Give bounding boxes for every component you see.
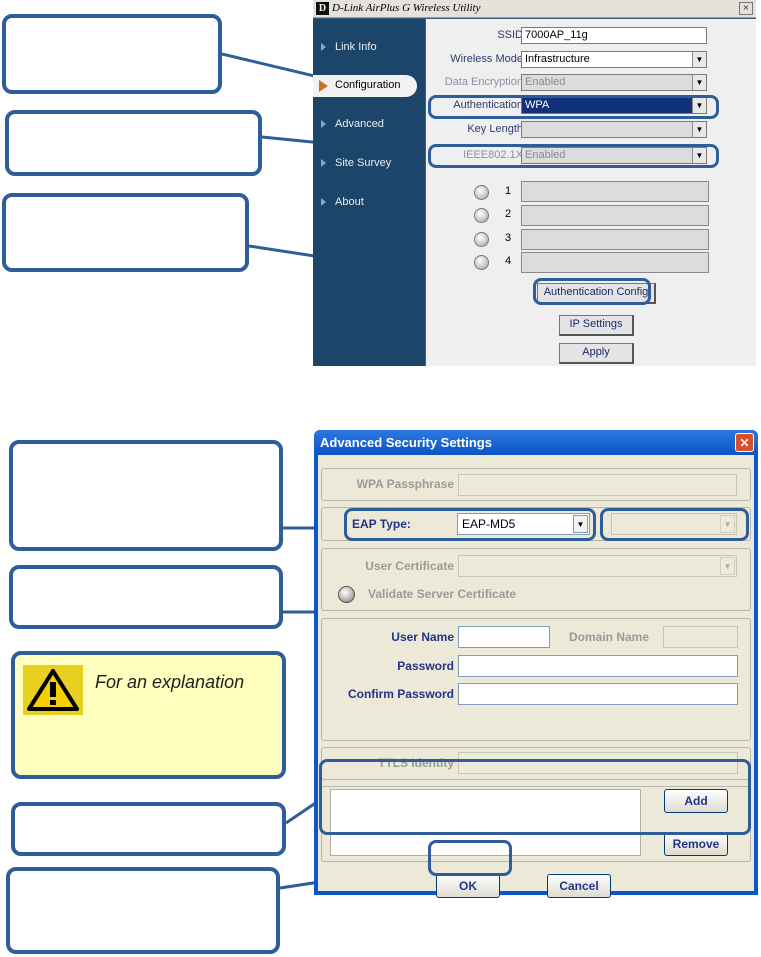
chevron-down-icon: ▼ (720, 557, 735, 575)
key-4-radio[interactable] (474, 255, 489, 270)
server-list[interactable] (330, 789, 641, 856)
warning-callout: For an explanation (11, 651, 286, 779)
ok-button[interactable]: OK (436, 874, 500, 898)
chevron-down-icon: ▼ (692, 75, 706, 90)
ssid-input[interactable]: 7000AP_11g (521, 27, 707, 44)
callout-box-7 (6, 867, 280, 954)
sidebar-item-link-info[interactable]: Link Info (313, 37, 425, 59)
domain-name-input (663, 626, 738, 648)
callout-box-4 (9, 440, 283, 551)
validate-server-certificate-label: Validate Server Certificate (368, 587, 517, 601)
highlight-eap-type (344, 508, 596, 541)
arrow-icon (319, 80, 328, 92)
highlight-ok-button (428, 840, 512, 876)
highlight-ieee8021x (428, 144, 719, 168)
key-length-label: Key Length (467, 123, 523, 135)
data-encryption-select: Enabled ▼ (521, 74, 707, 91)
key-3-radio[interactable] (474, 232, 489, 247)
ssid-label: SSID (497, 29, 523, 41)
key-3-input[interactable] (521, 229, 709, 250)
close-icon[interactable]: ✕ (735, 433, 754, 452)
highlight-eap-secondary (600, 508, 749, 541)
dlink-logo-icon: D (316, 2, 329, 15)
apply-button[interactable]: Apply (559, 343, 634, 364)
ttls-identity-input (458, 752, 738, 774)
domain-name-label: Domain Name (569, 630, 650, 644)
user-name-input[interactable] (458, 626, 550, 648)
arrow-icon (321, 159, 326, 167)
key-1-input[interactable] (521, 181, 709, 202)
dialog-title: Advanced Security Settings (320, 435, 492, 450)
callout-box-6 (11, 802, 286, 856)
sidebar-item-advanced[interactable]: Advanced (313, 114, 425, 136)
key-2-input[interactable] (521, 205, 709, 226)
password-label: Password (397, 659, 454, 673)
close-icon[interactable]: × (739, 2, 753, 15)
key-2-label: 2 (505, 208, 512, 220)
window-title-bar: D D-Link AirPlus G Wireless Utility × (313, 0, 756, 18)
window-title: D-Link AirPlus G Wireless Utility (332, 2, 481, 14)
cancel-button[interactable]: Cancel (547, 874, 611, 898)
highlight-authentication (428, 95, 719, 119)
validate-server-certificate-radio[interactable] (338, 586, 355, 603)
chevron-down-icon: ▼ (692, 122, 706, 137)
confirm-password-label: Confirm Password (347, 687, 454, 701)
user-certificate-label: User Certificate (365, 559, 454, 573)
ieee8021x-select: Enabled ▼ (521, 147, 707, 164)
dialog-body: WPA Passphrase EAP Type: EAP-MD5 ▼ ▼ Use… (318, 455, 754, 898)
wpa-passphrase-group (321, 468, 751, 501)
key-1-radio[interactable] (474, 185, 489, 200)
user-name-label: User Name (391, 630, 454, 644)
key-length-select: ▼ (521, 121, 707, 138)
credentials-group (321, 618, 751, 741)
eap-type-label: EAP Type: (352, 517, 411, 531)
sidebar-item-configuration[interactable]: Configuration (313, 75, 417, 97)
password-input[interactable] (458, 655, 738, 677)
highlight-server-list (319, 759, 751, 835)
arrow-icon (321, 43, 326, 51)
eap-type-select[interactable]: EAP-MD5 ▼ (457, 513, 590, 535)
chevron-down-icon: ▼ (692, 148, 706, 163)
wpa-passphrase-label: WPA Passphrase (356, 477, 454, 491)
dialog-title-bar: Advanced Security Settings ✕ (314, 430, 758, 455)
data-encryption-label: Data Encryption (444, 76, 523, 88)
authentication-label: Authentication (453, 99, 523, 111)
chevron-down-icon: ▼ (692, 52, 706, 67)
eap-secondary-select: ▼ (611, 513, 737, 535)
callout-box-2 (5, 110, 262, 176)
sidebar-item-about[interactable]: About (313, 192, 425, 214)
arrow-icon (321, 120, 326, 128)
key-2-radio[interactable] (474, 208, 489, 223)
configuration-panel: SSID 7000AP_11g Wireless Mode Infrastruc… (426, 19, 756, 366)
user-certificate-select: ▼ (458, 555, 737, 577)
key-4-label: 4 (505, 255, 512, 267)
key-4-input[interactable] (521, 252, 709, 273)
ieee8021x-label: IEEE802.1X (463, 149, 523, 161)
callout-box-1 (2, 14, 222, 94)
wireless-mode-label: Wireless Mode (450, 53, 523, 65)
wpa-passphrase-input (458, 474, 737, 496)
certificate-group (321, 548, 751, 611)
sidebar: Link Info Configuration Advanced Site Su… (313, 19, 425, 366)
advanced-security-settings-dialog: Advanced Security Settings ✕ WPA Passphr… (314, 430, 758, 898)
chevron-down-icon: ▼ (692, 98, 706, 113)
callout-box-5 (9, 565, 283, 629)
confirm-password-input[interactable] (458, 683, 738, 705)
wireless-utility-window: D D-Link AirPlus G Wireless Utility × Li… (313, 0, 756, 366)
chevron-down-icon: ▼ (720, 515, 735, 533)
wireless-mode-select[interactable]: Infrastructure ▼ (521, 51, 707, 68)
arrow-icon (321, 198, 326, 206)
highlight-auth-config-button (533, 278, 651, 305)
key-3-label: 3 (505, 232, 512, 244)
sidebar-item-site-survey[interactable]: Site Survey (313, 153, 425, 175)
remove-button[interactable]: Remove (664, 832, 728, 856)
add-button[interactable]: Add (664, 789, 728, 813)
authentication-config-button[interactable]: Authentication Config (537, 283, 656, 304)
warning-icon (23, 665, 83, 715)
key-1-label: 1 (505, 185, 512, 197)
warning-text: For an explanation (95, 672, 245, 692)
ip-settings-button[interactable]: IP Settings (559, 315, 634, 336)
chevron-down-icon: ▼ (573, 515, 588, 533)
callout-box-3 (2, 193, 249, 272)
